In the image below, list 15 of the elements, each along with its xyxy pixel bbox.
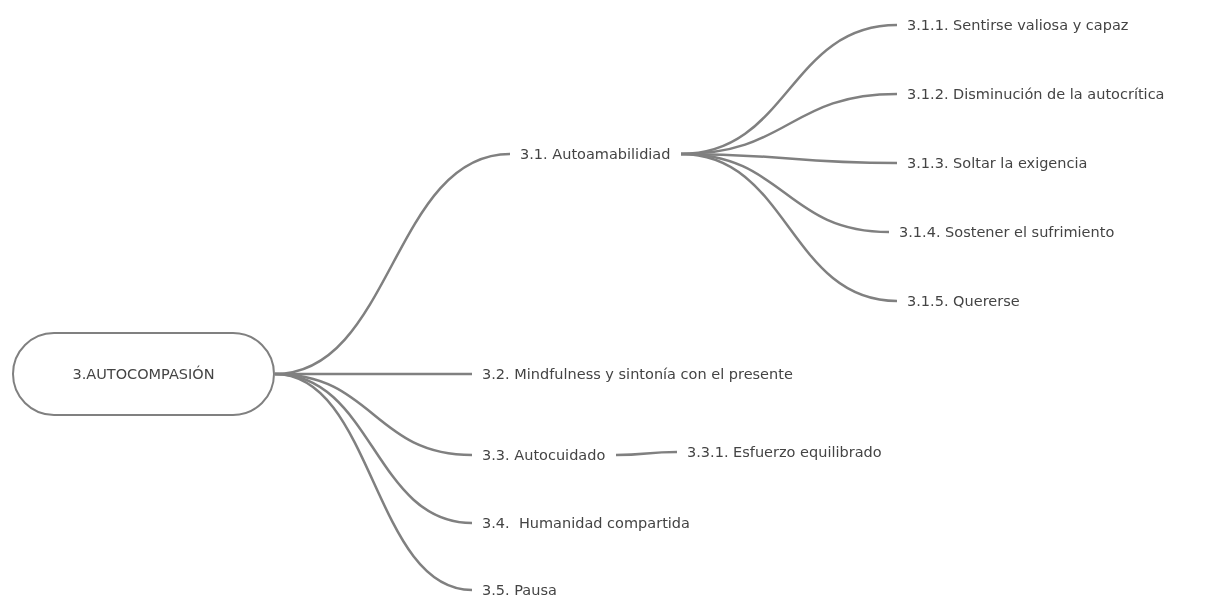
- topic-label: 3.1.2. Disminución de la autocrítica: [897, 84, 1165, 104]
- topic-label: 3.3. Autocuidado: [472, 445, 606, 465]
- topic-label: 3.1. Autoamabilidiad: [510, 144, 671, 164]
- topic-label: 3.1.5. Quererse: [897, 291, 1020, 311]
- topic-label: 3.5. Pausa: [472, 580, 557, 599]
- branch-line: [680, 152, 898, 303]
- topic-label: 3.1.4. Sostener el sufrimiento: [889, 222, 1115, 242]
- branch-line: [274, 372, 473, 592]
- branch-line: [616, 450, 677, 457]
- topic-label: 3.2. Mindfulness y sintonía con el presente: [472, 364, 793, 384]
- topic-label: 3.3.1. Esfuerzo equilibrado: [677, 442, 882, 462]
- topic-label: 3.1.1. Sentirse valiosa y capaz: [897, 15, 1129, 35]
- topic-label: 3.1.3. Soltar la exigencia: [897, 153, 1088, 173]
- topic-pill: 3.AUTOCOMPASIÓN: [12, 332, 275, 416]
- topic-label: 3.4. Humanidad compartida: [472, 513, 690, 533]
